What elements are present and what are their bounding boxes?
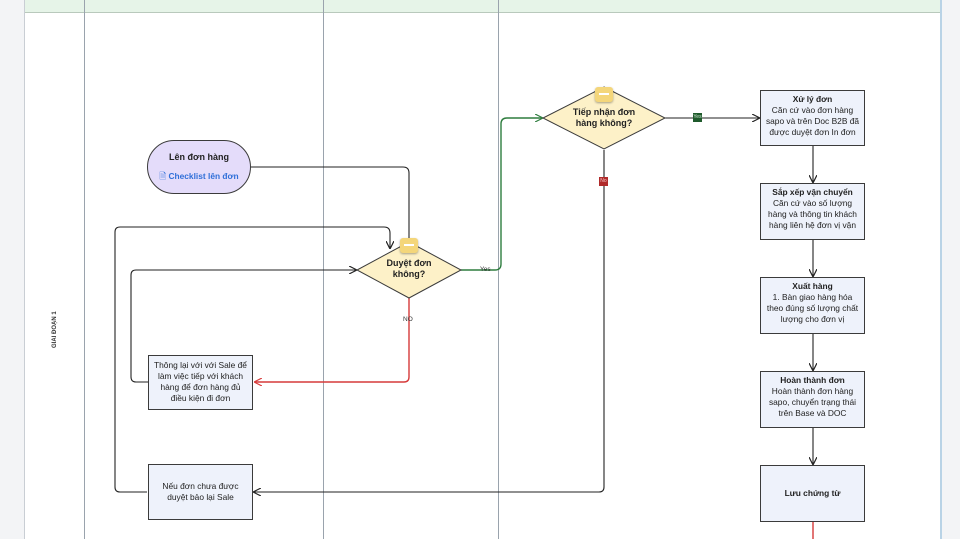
edge-duyet-no [255,297,410,382]
process-title: Sắp xếp vận chuyển [772,187,853,197]
process-xu-ly-don[interactable]: Xử lý đơn Căn cứ vào đơn hàng sapo và tr… [760,90,865,146]
checklist-link[interactable]: 🗎 Checklist lên đơn [148,171,250,185]
edge-len-don-to-duyet [250,166,409,247]
decision-duyet-label: Duyệt đơn không? [386,258,432,279]
comment-icon[interactable] [400,238,418,253]
edge-tag-no: No [599,177,608,186]
edge-loop-top-to-duyet [114,226,390,493]
edge-label-no: NO [403,316,413,323]
process-xuat-hang[interactable]: Xuất hàng 1. Bàn giao hàng hóa theo đúng… [760,277,865,334]
process-title: Xử lý đơn [792,94,833,104]
edge-tag-yes: Yes [693,113,702,122]
process-thong-lai[interactable]: Thông lại với với Sale để làm việc tiếp … [148,355,253,410]
document-icon: 🗎 [159,171,167,181]
edge-thong-lai-to-duyet [130,270,356,383]
checklist-link-text: Checklist lên đơn [168,171,239,181]
lane-header-strip [25,0,940,13]
decision-tiep-nhan-shape[interactable] [541,86,667,150]
process-neu-don[interactable]: Nếu đơn chưa được duyệt bảo lại Sale [148,464,253,520]
start-title: Lên đơn hàng [169,152,229,162]
comment-icon[interactable] [595,87,613,102]
decision-duyet-shape[interactable] [355,241,463,299]
lane-divider-stage [84,0,85,539]
start-len-don-hang[interactable]: Lên đơn hàng 🗎 Checklist lên đơn [147,140,251,194]
process-title: Lưu chứng từ [784,488,841,498]
process-text: Nếu đơn chưa được duyệt bảo lại Sale [162,481,239,502]
board-left-border [24,0,25,539]
process-desc: 1. Bàn giao hàng hóa theo đúng số lượng … [766,292,859,324]
process-sap-xep[interactable]: Sắp xếp vận chuyển Căn cứ vào số lượng h… [760,183,865,240]
edge-label-yes: Yes [480,266,491,273]
process-hoan-thanh[interactable]: Hoàn thành đơn Hoàn thành đơn hàng sapo,… [760,371,865,428]
process-title: Xuất hàng [792,281,833,291]
process-text: Thông lại với với Sale để làm việc tiếp … [154,360,247,403]
process-desc: Căn cứ vào số lượng hàng và thông tin kh… [768,198,857,230]
process-desc: Căn cứ vào đơn hàng sapo và trên Doc B2B… [765,105,860,137]
decision-tiep-nhan-label: Tiếp nhận đơn hàng không? [572,107,636,128]
edge-tiep-nhan-no [254,150,605,492]
edge-duyet-yes [461,118,542,271]
process-title: Hoàn thành đơn [780,375,845,385]
board-right-border [940,0,942,539]
process-desc: Hoàn thành đơn hàng sapo, chuyển trạng t… [768,386,857,418]
process-luu-chung-tu[interactable]: Lưu chứng từ [760,465,865,522]
